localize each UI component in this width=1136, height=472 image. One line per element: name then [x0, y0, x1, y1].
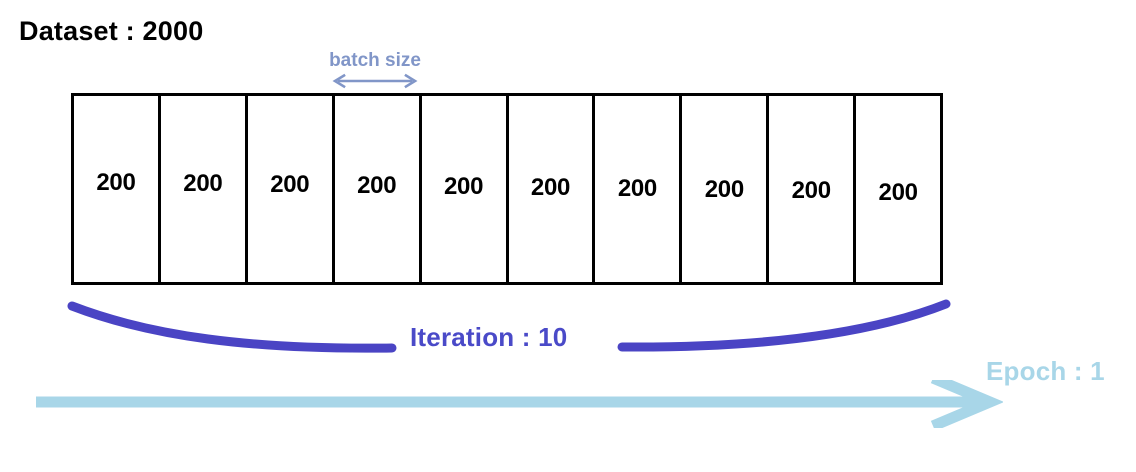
batch-size-double-arrow-icon — [332, 73, 418, 89]
iteration-label: Iteration : 10 — [410, 322, 568, 352]
batch-cell-label: 200 — [878, 179, 918, 206]
batch-cell-label: 200 — [530, 174, 571, 201]
batch-cell-label: 200 — [183, 170, 223, 197]
page-title: Dataset : 2000 — [19, 16, 204, 46]
batch-cell-label: 200 — [444, 173, 484, 200]
batch-cell-label: 200 — [791, 177, 831, 204]
batch-cell-label: 200 — [704, 176, 744, 203]
batch-cell: 200 — [335, 96, 422, 282]
batch-size-label: batch size — [329, 50, 421, 71]
batch-cell: 200 — [769, 96, 857, 282]
batch-cell: 200 — [595, 96, 683, 282]
batch-cell-label: 200 — [270, 171, 310, 198]
batch-cell-label: 200 — [617, 175, 657, 202]
batch-cell: 200 — [856, 96, 940, 282]
batch-cell: 200 — [74, 96, 161, 282]
batch-cell: 200 — [509, 96, 596, 282]
dataset-grid: 200 200 200 200 200 200 200 200 200 200 — [71, 93, 943, 285]
batch-cell-label: 200 — [96, 169, 136, 196]
batch-cell: 200 — [161, 96, 248, 282]
epoch-arrow-icon — [36, 380, 1003, 428]
batch-cell: 200 — [422, 96, 509, 282]
epoch-label: Epoch : 1 — [986, 356, 1105, 386]
batch-cell-label: 200 — [357, 172, 397, 199]
batch-cell: 200 — [682, 96, 770, 282]
batch-cell: 200 — [248, 96, 335, 282]
